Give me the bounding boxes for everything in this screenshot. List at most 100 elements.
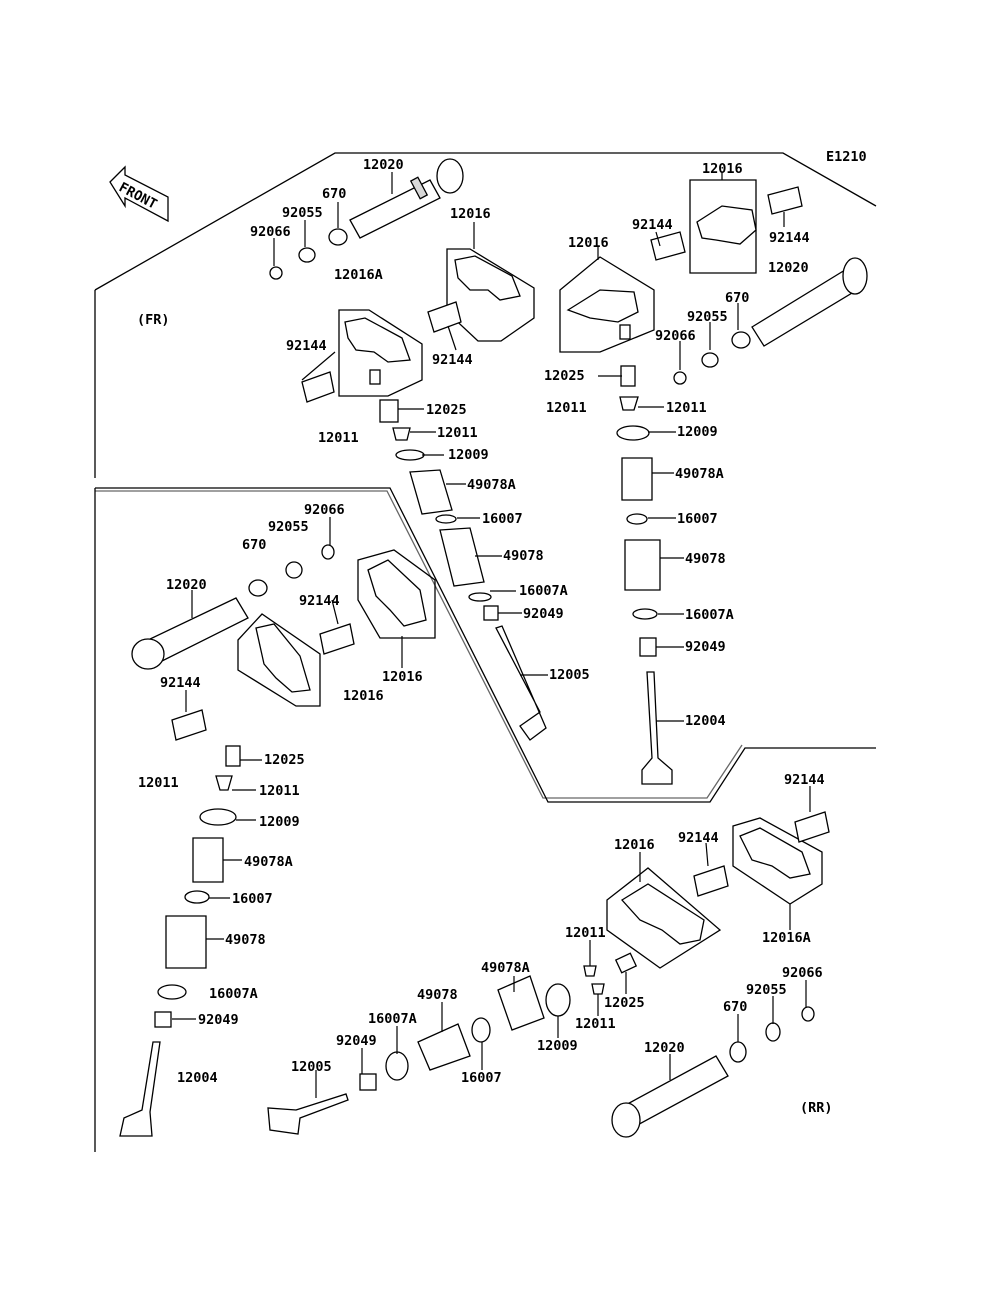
seal-92049-b [639, 637, 657, 657]
seal-92049-d [359, 1073, 377, 1091]
rocker-arm-5 [255, 623, 311, 693]
front-arrow-icon: FRONT [109, 165, 169, 223]
seat-16007-b [626, 513, 648, 525]
rocker-box-3 [689, 179, 757, 274]
adjuster-12025-c [225, 745, 241, 767]
adjuster-12025-d [614, 952, 638, 974]
retainer-12009-d [545, 983, 571, 1017]
part-label: 16007A [368, 1011, 417, 1027]
valve-12004-a [641, 671, 673, 785]
o-ring-670-d [729, 1041, 747, 1063]
part-label: 16007A [209, 986, 258, 1002]
part-label: 12016 [343, 688, 384, 704]
part-label: 12004 [685, 713, 726, 729]
part-label: 92055 [282, 205, 323, 221]
rocker-shaft-left [131, 597, 249, 670]
spring-92144-e [319, 623, 355, 655]
part-label: 12004 [177, 1070, 218, 1086]
part-label: 12020 [768, 260, 809, 276]
rocker-arm-3 [696, 205, 757, 245]
seat-16007-d [471, 1017, 491, 1043]
part-label: 16007 [461, 1070, 502, 1086]
pin-1 [369, 369, 381, 385]
part-label: 12011 [546, 400, 587, 416]
part-label: 92055 [687, 309, 728, 325]
part-label: 92066 [304, 502, 345, 518]
part-label: 92144 [784, 772, 825, 788]
part-label: 49078A [481, 960, 530, 976]
part-label: 12005 [549, 667, 590, 683]
cap-92066-d [801, 1006, 815, 1022]
rocker-box-6 [357, 549, 436, 639]
pin-2 [619, 324, 631, 340]
part-label: 12016 [450, 206, 491, 222]
part-label: 92049 [336, 1033, 377, 1049]
part-label: 16007 [482, 511, 523, 527]
valve-12004-b [119, 1041, 161, 1137]
part-label: 92144 [286, 338, 327, 354]
part-label: 92049 [685, 639, 726, 655]
spring-49078-b [624, 539, 661, 591]
part-label: 12011 [575, 1016, 616, 1032]
keeper-12011-a [392, 427, 411, 441]
part-label: 16007 [232, 891, 273, 907]
spring-92144-g [794, 811, 830, 843]
part-label: 12005 [291, 1059, 332, 1075]
seat-16007A-c [157, 984, 187, 1000]
part-label: 12025 [426, 402, 467, 418]
part-label: 49078A [467, 477, 516, 493]
part-label: 49078 [417, 987, 458, 1003]
o-ring-670-b [731, 331, 751, 349]
part-label: 12016A [334, 267, 383, 283]
adjuster-12025-a [379, 399, 399, 423]
section-frames [94, 152, 877, 1152]
rocker-arm-6 [367, 559, 427, 627]
cap-92066-b [673, 371, 687, 385]
rocker-box-8 [606, 867, 722, 969]
retainer-12009-a [395, 449, 425, 461]
spring-49078A-c [192, 837, 224, 883]
part-label: 12020 [644, 1040, 685, 1056]
part-label: 49078A [244, 854, 293, 870]
part-label: 12016A [762, 930, 811, 946]
spring-92144-a [427, 301, 462, 333]
part-label: 12016 [702, 161, 743, 177]
keeper-12011-d [583, 965, 597, 977]
o-ring-670-c [248, 579, 268, 597]
seat-16007-c [184, 890, 210, 904]
part-label: 12020 [363, 157, 404, 173]
seal-92049-c [154, 1011, 172, 1028]
retainer-12009-b [616, 425, 650, 441]
part-label: 92144 [769, 230, 810, 246]
part-label: 12020 [166, 577, 207, 593]
part-label: 12011 [259, 783, 300, 799]
part-label: 92144 [632, 217, 673, 233]
rocker-arm-7 [739, 827, 811, 879]
rocker-shaft-front-top [349, 158, 464, 239]
rocker-box-4 [559, 256, 655, 353]
part-label: 92144 [432, 352, 473, 368]
keeper-12011-e [591, 983, 605, 995]
valve-12005-b [267, 1093, 349, 1135]
part-label: 16007A [685, 607, 734, 623]
part-label: 12011 [318, 430, 359, 446]
rocker-shaft-front-right [751, 257, 868, 347]
rocker-shaft-rear [611, 1055, 729, 1138]
part-label: 49078 [685, 551, 726, 567]
washer-92055-b [701, 352, 719, 368]
part-label: 12016 [614, 837, 655, 853]
part-label: 12016 [382, 669, 423, 685]
spring-49078A-a [409, 469, 453, 515]
seat-16007A-b [632, 608, 658, 620]
part-label: 12025 [604, 995, 645, 1011]
part-label: 12009 [677, 424, 718, 440]
valve-12005-a [495, 625, 547, 741]
part-label: 670 [725, 290, 749, 306]
spring-92144-f [171, 709, 207, 741]
washer-92055-d [765, 1022, 781, 1042]
diagram-code: E1210 [826, 149, 867, 165]
part-label: 92066 [250, 224, 291, 240]
retainer-12009-c [199, 808, 237, 826]
rocker-box-5 [237, 613, 321, 707]
